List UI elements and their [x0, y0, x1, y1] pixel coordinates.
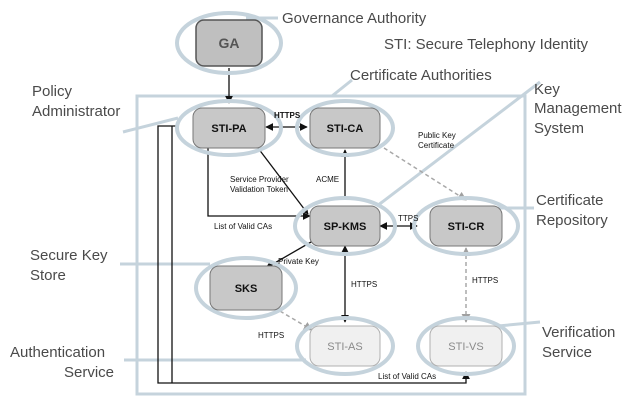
node-sks-label: SKS: [235, 283, 258, 295]
leader-certificate-authorities: [331, 78, 353, 98]
callout-certificate-repository-2: Repository: [536, 212, 608, 229]
ring-sp-kms: [293, 196, 397, 256]
edge-label-kms-as: HTTPS: [351, 280, 377, 289]
node-sti-pa: [192, 107, 266, 149]
node-sp-kms-label: SP-KMS: [324, 221, 367, 233]
node-ga: [195, 19, 263, 67]
edge-label-cr-vs: HTTPS: [472, 276, 498, 285]
certificate-authorities-region: [135, 94, 527, 396]
callout-verification-service-2: Service: [542, 344, 592, 361]
callout-key-management-3: System: [534, 120, 584, 137]
node-sti-cr: [429, 205, 503, 247]
node-boxes: [192, 19, 503, 367]
edge-ca-to-cr-dashed: [383, 147, 467, 201]
node-sti-cr-label: STI-CR: [448, 221, 485, 233]
node-sti-ca-label: STI-CA: [327, 123, 364, 135]
edge-pa-to-kms-spvt: [257, 147, 309, 215]
node-sti-ca: [309, 107, 381, 149]
node-sti-as-label: STI-AS: [327, 341, 362, 353]
node-sti-vs-label: STI-VS: [448, 341, 483, 353]
ring-sti-ca: [295, 99, 395, 157]
callout-governance-authority: Governance Authority: [282, 10, 427, 27]
callout-leaders: [120, 16, 541, 362]
edge-label-acme: ACME: [316, 175, 339, 184]
node-sti-as: [309, 325, 381, 367]
edge-label-private-key: Private Key: [278, 257, 319, 266]
leader-policy-administrator: [122, 116, 179, 134]
edge-label-list-cas-kms: List of Valid CAs: [214, 222, 272, 231]
ring-ga: [175, 11, 283, 75]
callout-key-management-2: Management: [534, 100, 622, 117]
solid-edges: [157, 68, 470, 384]
callout-secure-key-store-1: Secure Key: [30, 247, 108, 264]
callout-authentication-service-2: Service: [64, 364, 114, 381]
ring-sti-vs: [416, 316, 516, 376]
node-rings: [175, 11, 520, 376]
ring-sti-cr: [412, 196, 520, 256]
node-ga-label: GA: [219, 35, 240, 51]
edge-pa-to-kms-list-cas: [207, 148, 311, 220]
legend-acronym: STI: Secure Telephony Identity: [384, 36, 589, 53]
callout-key-management-1: Key: [534, 81, 560, 98]
ring-sks: [194, 256, 298, 320]
leader-verification-service: [497, 320, 541, 328]
leader-key-management: [376, 80, 541, 208]
edge-label-spvt-2: Validation Token: [230, 185, 288, 194]
node-sti-vs: [429, 325, 503, 367]
callout-verification-service-1: Verification: [542, 324, 615, 341]
ring-sti-as: [295, 316, 395, 376]
edge-label-pubkey-2: Certificate: [418, 141, 455, 150]
edge-label-spvt-1: Service Provider: [230, 175, 289, 184]
node-sp-kms: [309, 205, 381, 247]
node-sks: [209, 265, 283, 311]
node-sti-pa-label: STI-PA: [211, 123, 246, 135]
ring-sti-pa: [175, 99, 283, 157]
edge-label-pubkey-1: Public Key: [418, 131, 456, 140]
callout-secure-key-store-2: Store: [30, 267, 66, 284]
edge-pa-to-vs-list-cas: [157, 125, 470, 384]
edge-label-pa-ca: HTTPS: [274, 111, 301, 120]
callout-certificate-repository-1: Certificate: [536, 192, 604, 209]
edge-label-sks-as: HTTPS: [258, 331, 284, 340]
callout-authentication-service-1: Authentication: [10, 344, 105, 361]
edge-label-kms-cr: TTPS: [398, 214, 418, 223]
callout-policy-administrator-2: Administrator: [32, 103, 120, 120]
callout-certificate-authorities: Certificate Authorities: [350, 67, 492, 84]
callout-policy-administrator-1: Policy: [32, 83, 73, 100]
edge-label-list-cas-vs: List of Valid CAs: [378, 372, 436, 381]
